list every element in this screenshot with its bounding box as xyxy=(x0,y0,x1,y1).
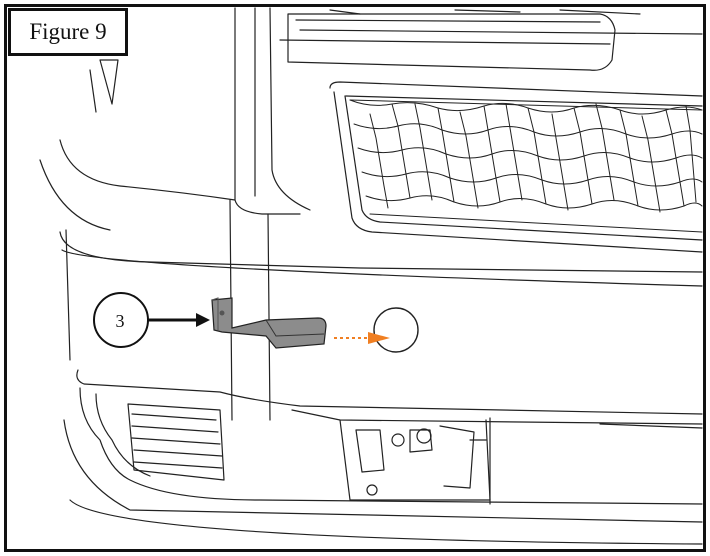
fender-outline xyxy=(39,139,703,421)
bumper-hole xyxy=(373,307,419,353)
callout-arrowhead xyxy=(196,313,210,327)
hood-outline xyxy=(89,7,703,215)
mounting-bracket xyxy=(211,297,327,349)
fog-lamp-vent xyxy=(127,403,225,481)
callout-3: 3 xyxy=(93,292,210,348)
grille-frame xyxy=(329,81,703,253)
grille-mesh xyxy=(349,99,703,233)
callout-number: 3 xyxy=(116,311,125,331)
tow-mount-bracket xyxy=(339,419,491,501)
bumper-outline xyxy=(63,369,703,545)
install-direction-arrow xyxy=(334,332,390,344)
figure-label: Figure 9 xyxy=(8,8,128,56)
